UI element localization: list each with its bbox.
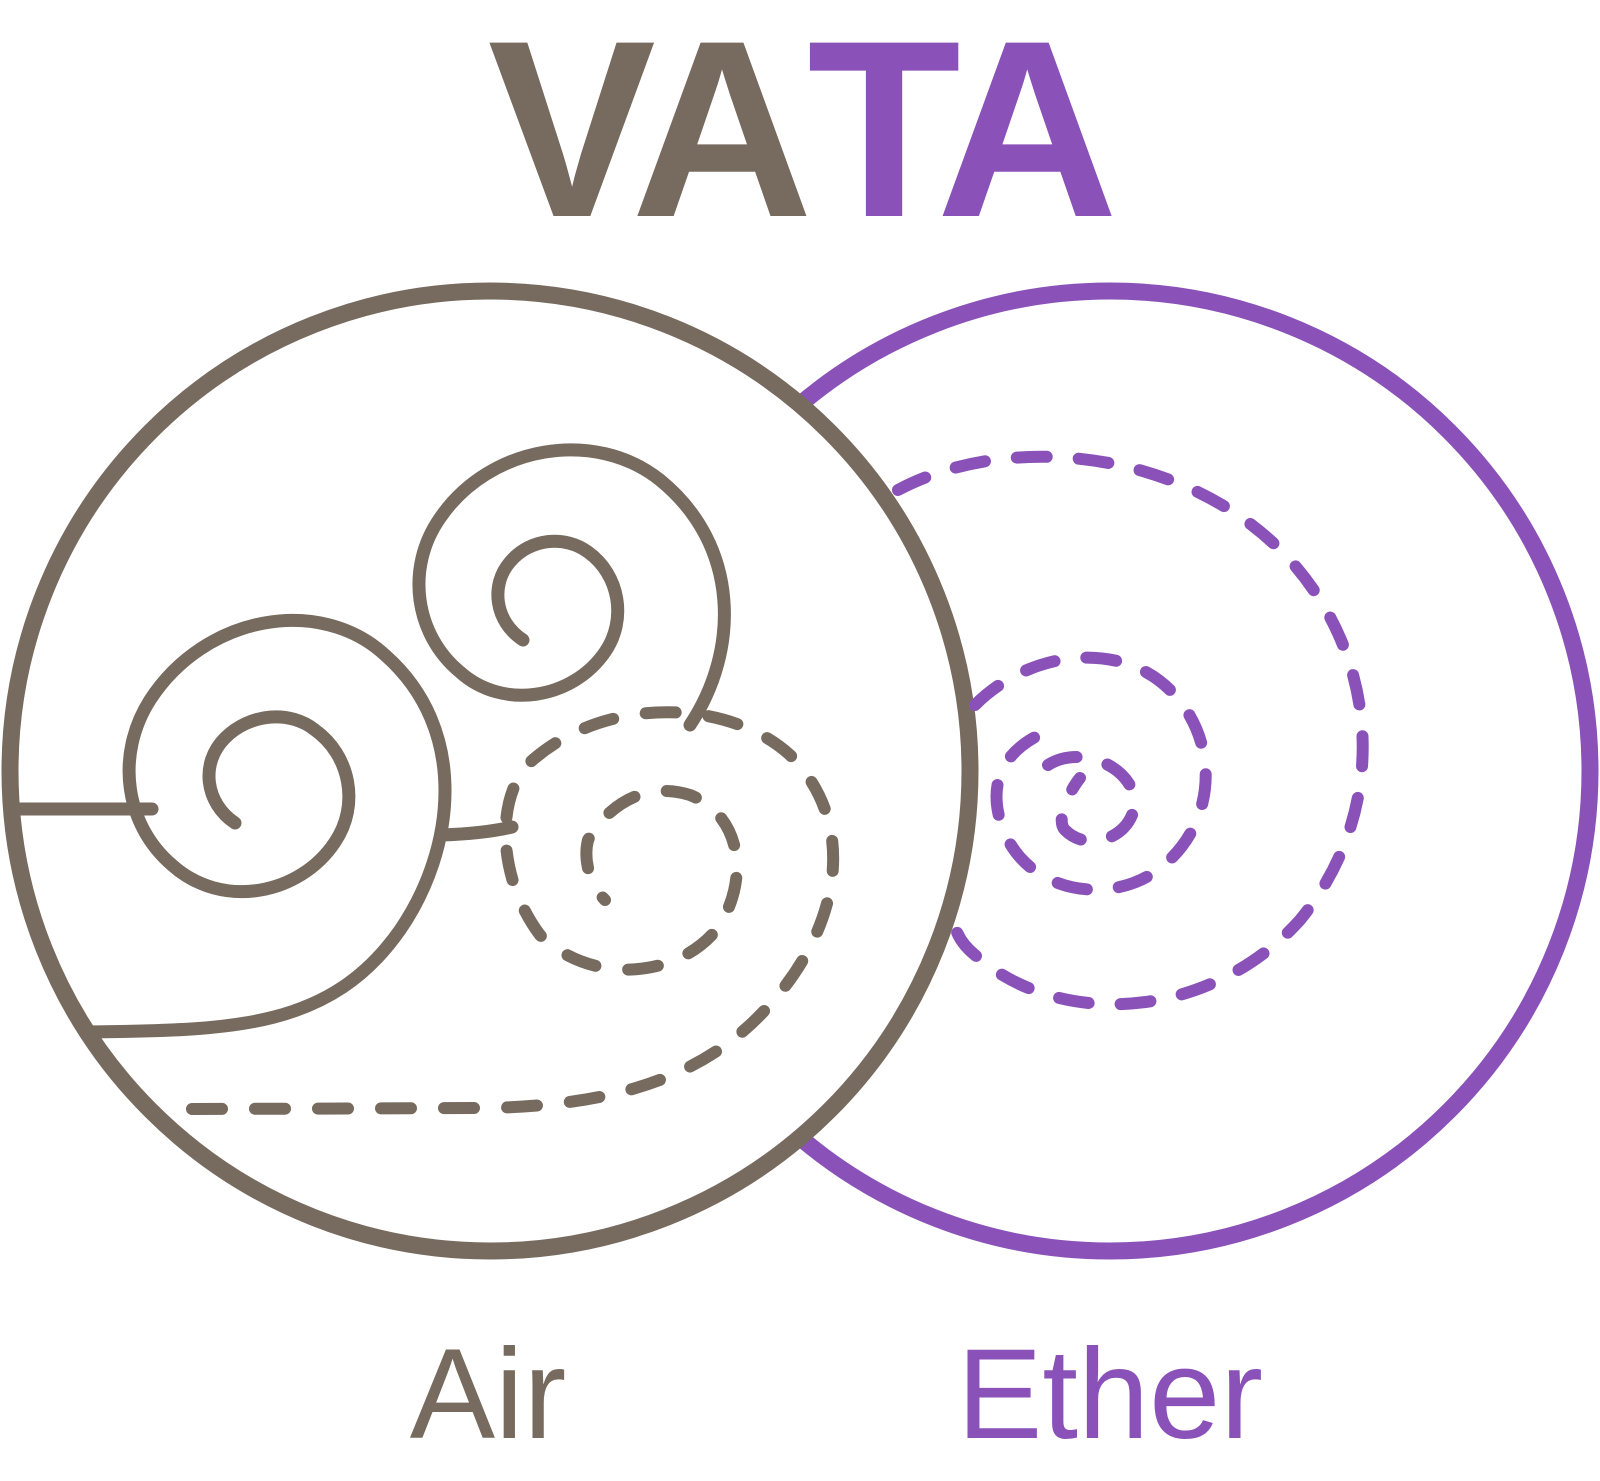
title-part-ta: TA [807, 0, 1118, 270]
air-wind-icon [11, 443, 840, 1115]
ether-spiral-icon [892, 450, 1369, 1011]
air-circle [1, 282, 979, 1260]
ether-label: Ether [957, 1323, 1263, 1466]
title-part-va: VA [487, 0, 813, 270]
air-label: Air [409, 1323, 567, 1466]
